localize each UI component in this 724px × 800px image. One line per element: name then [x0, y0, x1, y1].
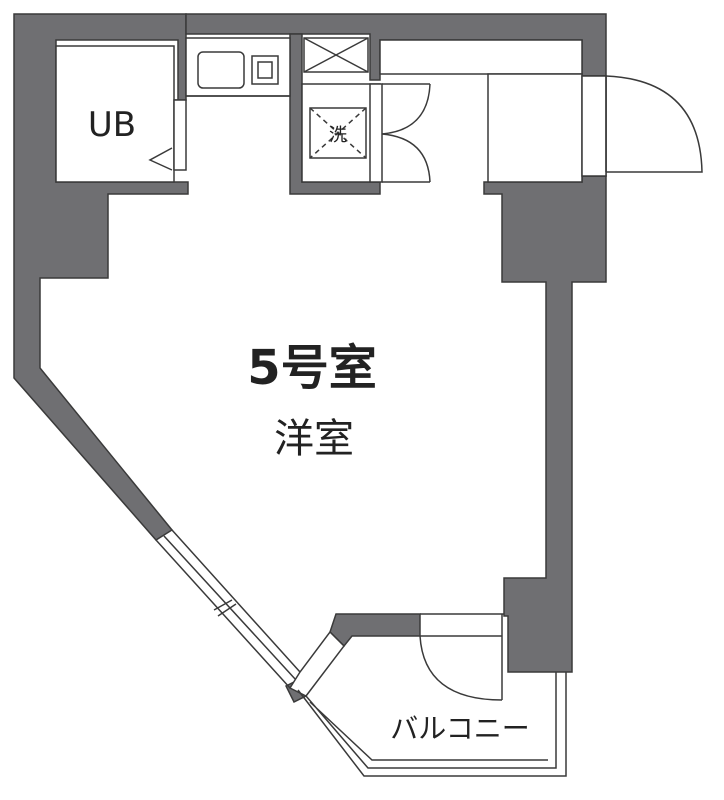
entrance-door-swing	[605, 75, 703, 173]
room-number-label: 5号室	[247, 340, 376, 396]
unit-bath-box	[55, 45, 175, 183]
right-upper-wall	[483, 175, 607, 673]
genkan-box	[487, 73, 583, 183]
balcony-label: バルコニー	[390, 712, 529, 745]
balcony-door-swing	[419, 635, 503, 701]
closet-door-swing-bottom	[381, 133, 431, 183]
ub-door-mark	[148, 147, 173, 171]
washer-label: 洗	[329, 125, 347, 146]
room-type-label: 洋室	[274, 416, 354, 462]
stove-inner	[257, 61, 273, 79]
balcony-railing	[297, 672, 567, 777]
unit-bath-label: UB	[88, 105, 136, 145]
sink	[197, 51, 245, 89]
fixtures	[55, 37, 703, 777]
balcony-partition-wall	[329, 613, 421, 648]
closet-door-swing-top	[381, 83, 431, 135]
entry-area	[379, 39, 583, 75]
